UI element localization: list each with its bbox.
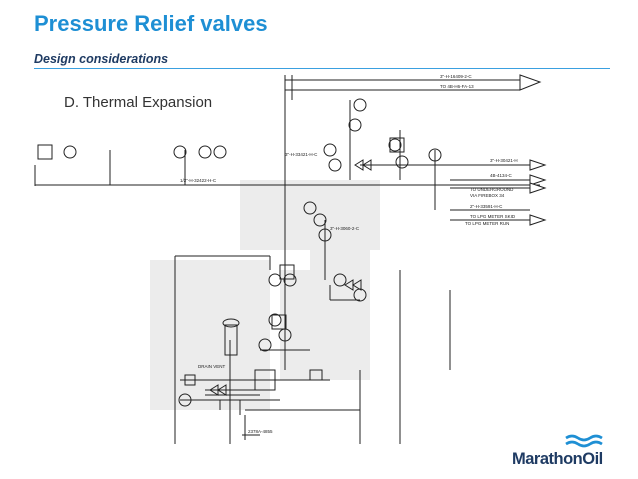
slide-subtitle: Design considerations — [34, 52, 169, 66]
diagram-label: 3"-H-30421-H — [490, 158, 518, 163]
diagram-label: 3"-H-16409-2-C — [440, 74, 472, 79]
bullet-thermal-expansion: D. Thermal Expansion — [62, 94, 215, 111]
diagram-label: 3"-H-3060-2-C — [330, 226, 360, 231]
slide-title: Pressure Relief valves — [34, 11, 268, 36]
diagram-label: 3"-H-33421-H-C — [285, 152, 318, 157]
logo-text: MarathonOil — [512, 450, 603, 468]
diagram-label: 4B-4134-C — [490, 173, 513, 178]
marathon-oil-logo: MarathonOil — [512, 434, 616, 474]
diagram-label: DRAIN VENT — [198, 364, 226, 369]
diagram-label: 2378A-4855 — [248, 429, 273, 434]
diagram-label: VIA FIREBOX 34 — [470, 193, 505, 198]
diagram-label: 1/2"-H-32422-H-C — [180, 178, 217, 183]
diagram-label: TO UNDERGROUND — [470, 187, 514, 192]
title-divider — [34, 68, 610, 69]
diagram-label: TO 4B-H6-FA-13 — [440, 84, 474, 89]
waves-icon — [565, 434, 603, 448]
pid-diagram: 3"-H-16409-2-C TO 4B-H6-FA-13 1/2"-H-324… — [34, 74, 547, 444]
diagram-label: TO LPG METER SKID — [470, 214, 516, 219]
diagram-label: TO LPG METER RUN — [465, 221, 509, 226]
diagram-label: 2"-H-33591-H-C — [470, 204, 503, 209]
